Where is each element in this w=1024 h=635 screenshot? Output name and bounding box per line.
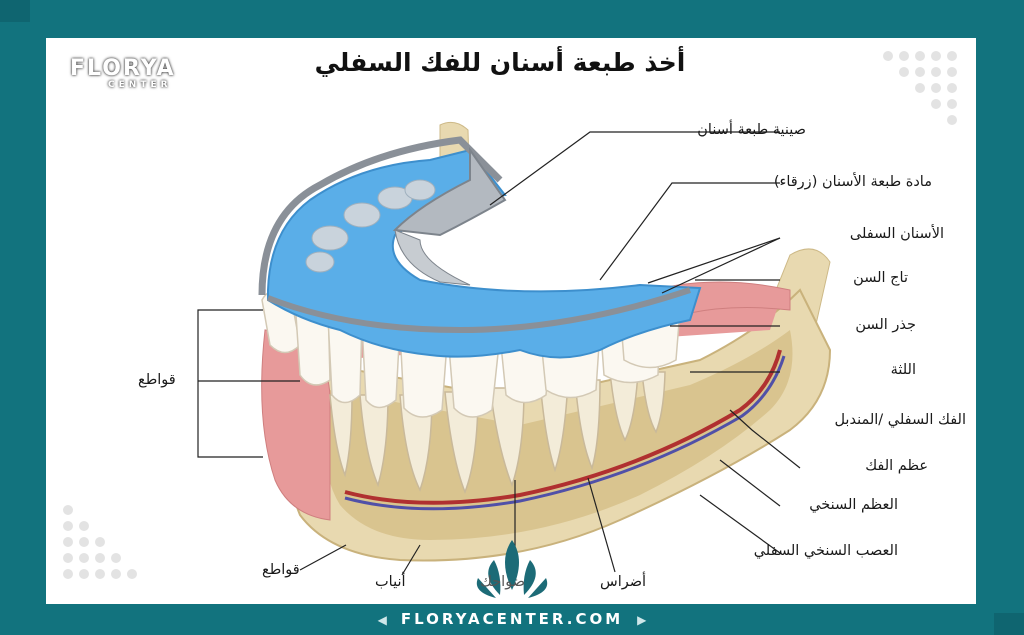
label-premolars: ضواحك bbox=[480, 574, 526, 590]
label-tray: صينية طبعة أسنان bbox=[697, 122, 806, 138]
brand-sub: CENTER bbox=[108, 80, 172, 90]
tray-inner bbox=[394, 229, 471, 286]
arrow-left-icon: ◀ bbox=[377, 613, 387, 627]
label-crown: تاج السن bbox=[853, 270, 908, 286]
brand-name: FLORYA bbox=[70, 56, 176, 81]
dot-pattern-bottom bbox=[63, 505, 137, 579]
leader-lines bbox=[197, 131, 801, 576]
lotus-watermark bbox=[476, 540, 548, 598]
footer-url[interactable]: FLORYACENTER.COM bbox=[400, 610, 624, 628]
label-root: جذر السن bbox=[855, 317, 916, 333]
tooth-indentations bbox=[305, 179, 436, 273]
impression-material bbox=[267, 148, 702, 359]
label-incisors-bottom: قواطع bbox=[262, 562, 300, 578]
brand-logo: FLORYA CENTER bbox=[70, 56, 176, 91]
nerve-red bbox=[344, 349, 782, 505]
label-cancellous: العظم السنخي bbox=[809, 497, 898, 513]
frame-corner bbox=[0, 0, 30, 22]
arrow-right-icon: ▶ bbox=[637, 613, 647, 627]
label-canines: أنياب bbox=[375, 574, 406, 590]
footer: ◀ FLORYACENTER.COM ▶ bbox=[0, 604, 1024, 635]
label-incisors-left: قواطع bbox=[138, 372, 176, 388]
nerve-blue bbox=[344, 355, 786, 511]
label-molars: أضراس bbox=[600, 574, 647, 590]
label-gum: اللثة bbox=[890, 362, 916, 378]
label-nerve: العصب السنخي السفلي bbox=[753, 543, 898, 559]
label-lower-teeth: الأسنان السفلى bbox=[849, 226, 944, 242]
label-jaw-bone: عظم الفك bbox=[865, 458, 928, 474]
dot-pattern-top bbox=[883, 51, 957, 125]
page-title: أخذ طبعة أسنان للفك السفلي bbox=[314, 48, 686, 77]
frame-corner bbox=[994, 613, 1024, 635]
tooth-roots bbox=[329, 371, 666, 495]
label-material: مادة طبعة الأسنان (زرقاء) bbox=[773, 174, 932, 190]
label-mandible: الفك السفلي /المندبل bbox=[834, 412, 966, 428]
tray-rim bbox=[258, 136, 503, 296]
tray-rim-front bbox=[266, 287, 691, 334]
